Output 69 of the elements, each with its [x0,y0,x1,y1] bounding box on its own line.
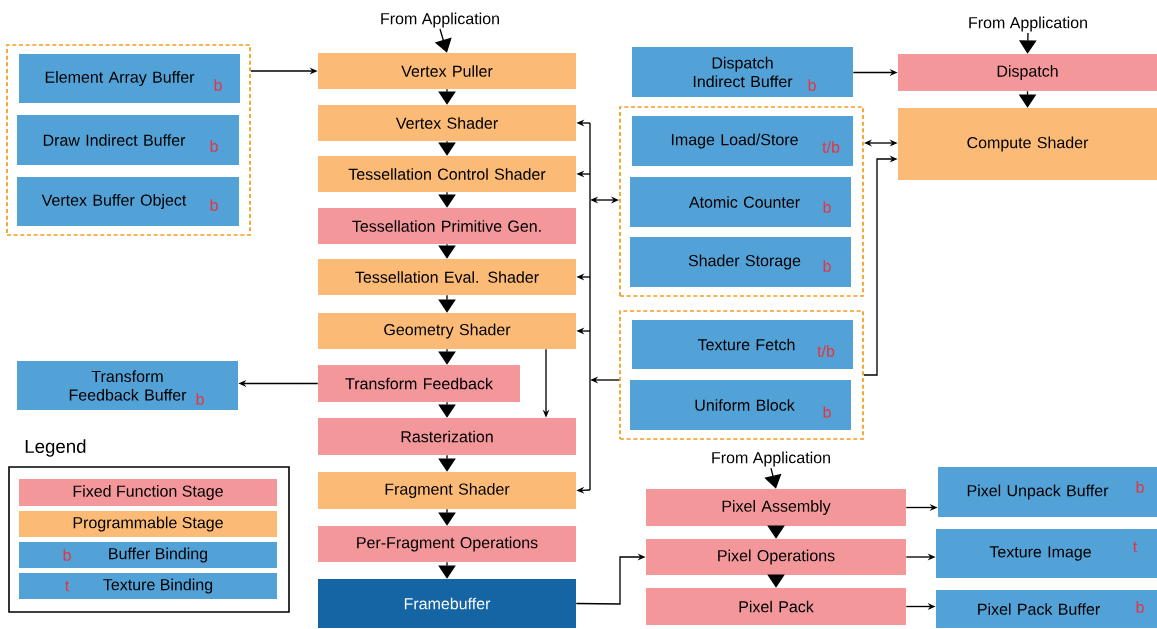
arrow [438,454,456,472]
buffer-box: Transform Feedback Buffer b [17,361,238,410]
stage-box: Transform Feedback [318,365,520,402]
buffer-box: Shader Storage b [630,237,851,287]
stage-box: Geometry Shader [318,313,576,349]
stage-box: Pixel Operations [646,539,906,575]
stage-box: Fragment Shader [318,472,576,509]
arrow [1019,32,1037,54]
stage-box: Vertex Puller [318,53,576,89]
binding-letter: b [823,201,831,213]
binding-letter: b [808,79,816,91]
arrow [438,191,456,208]
binding-letter: b [823,260,831,272]
binding-letter: t/b [817,345,835,357]
buffer-box: Atomic Counter b [630,177,851,227]
binding-letter: t/b [822,141,840,153]
binding-letter: b [823,406,831,418]
source-label: From Application [712,451,830,467]
binding-letter: b [210,199,218,211]
buffer-box: Dispatch Indirect Buffer b [632,47,853,97]
binding-letter: b [63,549,71,561]
legend-title: Legend [25,439,86,457]
dashed-group [619,106,864,297]
dashed-group [619,310,864,440]
buffer-box: Pixel Pack Buffer b [936,590,1157,628]
buffer-box: Framebuffer [318,579,576,628]
legend-text: Buffer Binding [109,547,208,563]
stage-box: Tessellation Primitive Gen. [318,208,576,244]
binding-letter: b [1136,481,1144,493]
stage-box: Tessellation Eval. Shader [318,259,576,295]
stage-box: Compute Shader [898,108,1157,180]
bus-line [589,122,591,491]
buffer-box: Draw Indirect Buffer b [17,115,239,165]
dashed-group [6,44,251,236]
legend-text: Programmable Stage [73,516,223,532]
buffer-box: Pixel Unpack Buffer b [938,467,1157,517]
buffer-box: Texture Fetch t/b [632,320,853,369]
buffer-box: Vertex Buffer Object b [17,177,239,226]
buffer-box: Element Array Buffer b [19,54,240,103]
binding-letter: b [210,140,218,152]
buffer-box: Uniform Block b [630,380,851,430]
binding-letter: t [1133,541,1138,553]
stage-box: Dispatch [898,54,1157,91]
stage-box: Per-Fragment Operations [318,526,576,562]
binding-letter: b [196,393,204,405]
source-label: From Application [381,12,499,28]
legend-text: Texture Binding [103,578,213,594]
arrow [438,348,456,365]
arrow [438,88,456,105]
buffer-box: Image Load/Store t/b [632,116,853,166]
stage-box: Rasterization [318,418,576,455]
buffer-box: Texture Image t [936,529,1157,578]
binding-letter: t [65,580,70,592]
arrow [767,574,785,588]
stage-box: Pixel Assembly [646,489,906,526]
arrow [438,401,456,418]
binding-letter: b [1136,601,1144,613]
arrow [438,508,456,526]
stage-box: Tessellation Control Shader [318,156,576,192]
stage-box: Vertex Shader [318,105,576,141]
arrow [767,525,785,539]
stage-box: Pixel Pack [646,588,906,625]
source-label: From Application [969,16,1087,32]
legend-text: Fixed Function Stage [73,485,223,500]
binding-letter: b [214,79,222,91]
arrow [438,243,456,259]
arrow [438,294,456,313]
arrow [438,140,456,156]
arrow [438,561,456,579]
